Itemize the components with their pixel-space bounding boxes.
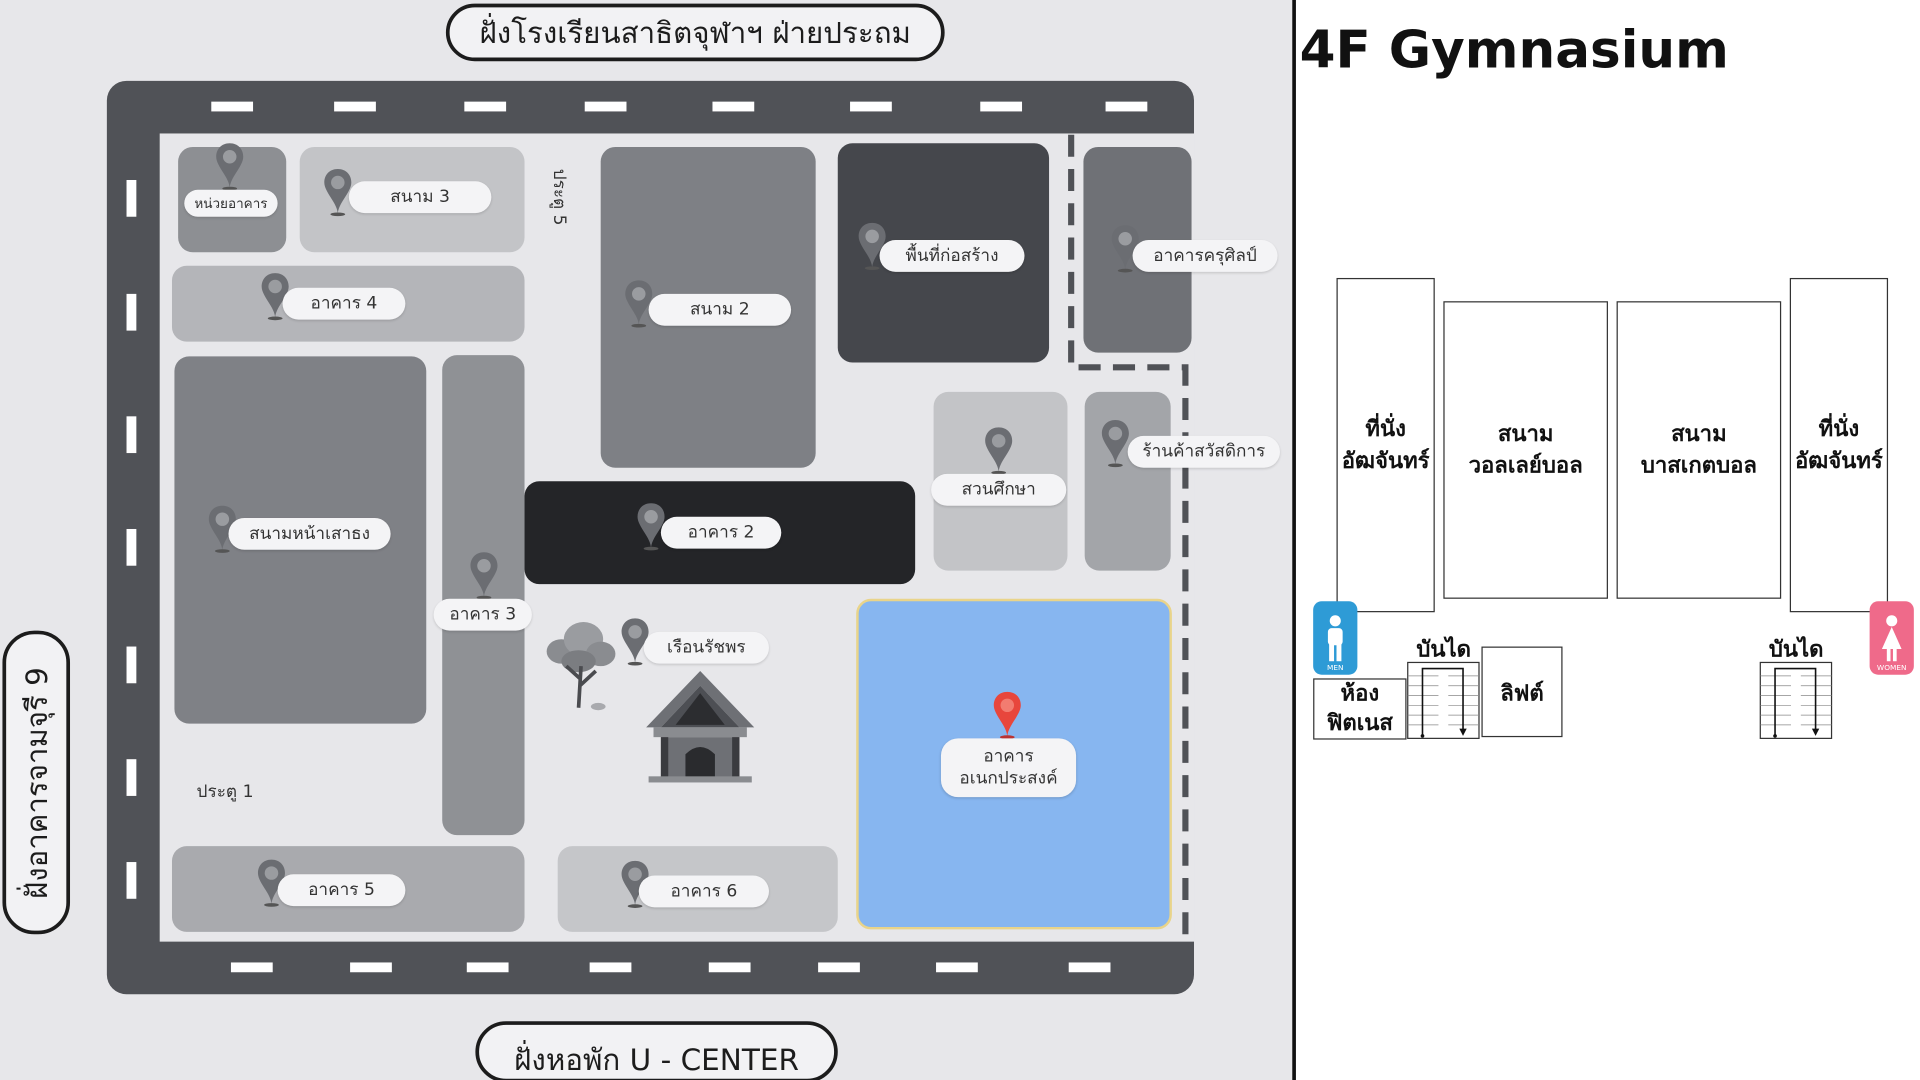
women-restroom-icon[interactable]: WOMEN bbox=[1869, 601, 1914, 675]
seating-left-line1: ที่นั่ง bbox=[1365, 415, 1406, 442]
floor-title: 4F Gymnasium bbox=[1299, 19, 1729, 80]
men-label: MEN bbox=[1326, 663, 1344, 673]
road-dash bbox=[708, 962, 751, 973]
side-label-bottom: ฝั่งหอพัก U - CENTER bbox=[475, 1021, 838, 1080]
label-building-4: อาคาร 4 bbox=[282, 287, 406, 320]
basketball-line2: บาสเกตบอล bbox=[1640, 452, 1757, 479]
panel-divider bbox=[1292, 0, 1296, 1080]
fitness-line1: ห้อง bbox=[1340, 680, 1380, 707]
label-building-6: อาคาร 6 bbox=[638, 875, 769, 908]
stairs-left-icon[interactable] bbox=[1407, 661, 1481, 739]
side-label-left-text: ฝั่งอาคารจามจุรี 9 bbox=[19, 666, 55, 899]
road-dash bbox=[350, 962, 392, 973]
woman-figure-icon bbox=[1881, 615, 1902, 662]
side-label-left: ฝั่งอาคารจามจุรี 9 bbox=[2, 630, 71, 935]
road-dash bbox=[230, 962, 273, 973]
label-building-2: อาคาร 2 bbox=[660, 516, 782, 549]
road-dash bbox=[1105, 101, 1148, 112]
welfare-shop-block[interactable] bbox=[1084, 391, 1171, 571]
map-pin-icon bbox=[1101, 420, 1129, 468]
road-dash bbox=[126, 416, 137, 454]
gate-5-label: ประตู 5 bbox=[549, 168, 569, 226]
label-building-3: อาคาร 3 bbox=[433, 598, 532, 631]
stairs-right-icon[interactable] bbox=[1759, 661, 1833, 739]
label-welfare-shop: ร้านค้าสวัสดิการ bbox=[1127, 435, 1280, 468]
map-pin-icon bbox=[985, 427, 1013, 475]
label-multipurpose-building: อาคาร อเนกประสงค์ bbox=[940, 738, 1077, 798]
road-dash bbox=[980, 101, 1023, 112]
road-dash bbox=[126, 759, 137, 796]
road-dash bbox=[211, 101, 254, 112]
road-dash bbox=[334, 101, 376, 112]
map-pin-icon bbox=[621, 860, 649, 908]
seating-right[interactable]: ที่นั่ง อัฒจันทร์ bbox=[1789, 277, 1889, 613]
seating-left-line2: อัฒจันทร์ bbox=[1341, 447, 1430, 474]
volleyball-line2: วอลเลย์บอล bbox=[1468, 452, 1583, 479]
side-label-top: ฝั่งโรงเรียนสาธิตจุฬาฯ ฝ่ายประถม bbox=[445, 3, 945, 62]
label-multipurpose-line2: อเนกประสงค์ bbox=[959, 768, 1058, 789]
map-pin-icon bbox=[637, 503, 665, 551]
label-building-5: อาคาร 5 bbox=[277, 874, 406, 907]
seating-left[interactable]: ที่นั่ง อัฒจันทร์ bbox=[1336, 277, 1435, 613]
road-dash bbox=[126, 293, 137, 331]
map-pin-icon bbox=[625, 280, 653, 328]
road-dash bbox=[126, 862, 137, 899]
road-dash bbox=[464, 101, 507, 112]
road-dash bbox=[818, 962, 860, 973]
building-3-block[interactable] bbox=[442, 355, 525, 836]
campus-map: หน่วยอาคาร สนาม 3 อาคาร 4 ประตู 5 สนาม 2… bbox=[0, 0, 1294, 1080]
label-multipurpose-line1: อาคาร bbox=[983, 746, 1034, 767]
seating-right-line2: อัฒจันทร์ bbox=[1795, 447, 1883, 474]
label-unit-building: หน่วยอาคาร bbox=[184, 189, 278, 217]
road-dash bbox=[126, 646, 137, 684]
lift-label: ลิฟต์ bbox=[1500, 680, 1544, 706]
stairs-left-label: บันได bbox=[1416, 636, 1471, 663]
map-pin-icon bbox=[324, 168, 352, 217]
active-location-pin-icon[interactable] bbox=[991, 691, 1023, 740]
label-ruean-ratchaporn: เรือนรัชพร bbox=[643, 631, 769, 664]
label-garden: สวนศึกษา bbox=[931, 473, 1067, 506]
road-dash bbox=[1068, 962, 1111, 973]
label-field-2: สนาม 2 bbox=[648, 293, 792, 326]
map-pin-icon bbox=[216, 143, 244, 191]
stairs-right-label: บันได bbox=[1768, 636, 1824, 663]
lift[interactable]: ลิฟต์ bbox=[1481, 646, 1563, 738]
tree-icon bbox=[546, 622, 616, 711]
man-figure-icon bbox=[1327, 615, 1343, 662]
label-field-3: สนาม 3 bbox=[348, 181, 492, 214]
basketball-court[interactable]: สนาม บาสเกตบอล bbox=[1616, 301, 1782, 599]
dashed-boundary bbox=[1068, 134, 1189, 949]
men-restroom-icon[interactable]: MEN bbox=[1313, 601, 1358, 675]
fitness-line2: ฟิตเนส bbox=[1326, 710, 1393, 736]
women-label: WOMEN bbox=[1876, 663, 1907, 673]
label-parade-ground: สนามหน้าเสาธง bbox=[228, 517, 391, 550]
map-pin-icon bbox=[470, 552, 498, 600]
road-dash bbox=[584, 101, 627, 112]
thai-house-icon bbox=[646, 671, 755, 783]
road-dash bbox=[126, 180, 137, 217]
label-kru-silp: อาคารครุศิลป์ bbox=[1132, 240, 1278, 272]
map-pin-icon bbox=[621, 618, 649, 666]
seating-right-line1: ที่นั่ง bbox=[1818, 415, 1860, 442]
map-pin-icon bbox=[257, 859, 285, 907]
road-dash bbox=[466, 962, 509, 973]
road-dash bbox=[126, 528, 137, 566]
map-pin-icon bbox=[261, 273, 289, 321]
basketball-line1: สนาม bbox=[1671, 420, 1727, 447]
label-construction: พื้นที่ก่อสร้าง bbox=[879, 240, 1025, 272]
volleyball-line1: สนาม bbox=[1497, 420, 1554, 447]
road-dash bbox=[850, 101, 892, 112]
map-pin-icon bbox=[858, 222, 886, 271]
road-dash bbox=[712, 101, 755, 112]
gate-1-label: ประตู 1 bbox=[196, 782, 254, 803]
fitness-room[interactable]: ห้อง ฟิตเนส bbox=[1313, 678, 1407, 740]
road-dash bbox=[589, 962, 632, 973]
map-pin-icon bbox=[208, 505, 236, 553]
volleyball-court[interactable]: สนาม วอลเลย์บอล bbox=[1443, 301, 1608, 599]
map-pin-icon bbox=[1111, 225, 1139, 273]
road-dash bbox=[936, 962, 978, 973]
floor-plan-panel: 4F Gymnasium ที่นั่ง อัฒจันทร์ สนาม วอลเ… bbox=[1295, 0, 1920, 1080]
